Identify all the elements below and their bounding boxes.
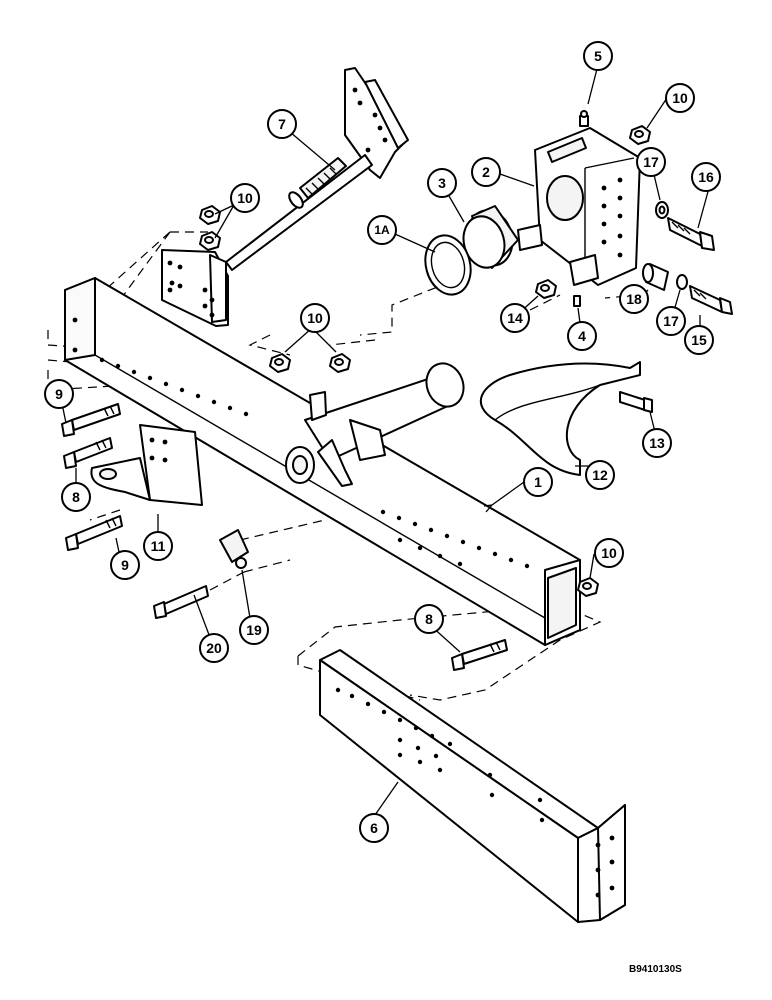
svg-text:12: 12 — [592, 467, 608, 483]
part-1-main-drawbar-beam — [64, 277, 581, 646]
part-17-washer-lower — [676, 274, 688, 290]
callout-4: 4 — [567, 321, 597, 351]
svg-text:1A: 1A — [374, 223, 390, 237]
callout-1: 1 — [523, 467, 553, 497]
svg-text:8: 8 — [425, 611, 433, 627]
part-6-extension-bar — [319, 649, 626, 923]
nut-upper-right — [629, 125, 651, 145]
callout-7: 7 — [267, 109, 297, 139]
callout-17-upper: 17 — [636, 147, 666, 177]
svg-text:17: 17 — [643, 154, 659, 170]
part-13-bolt — [619, 391, 653, 413]
part-15-bolt — [689, 285, 733, 315]
svg-text:13: 13 — [649, 435, 665, 451]
callout-8-left: 8 — [61, 482, 91, 512]
part-16-bolt — [667, 217, 715, 251]
callout-9-lower: 9 — [110, 550, 140, 580]
svg-text:8: 8 — [72, 489, 80, 505]
svg-text:18: 18 — [626, 291, 642, 307]
svg-text:9: 9 — [121, 557, 129, 573]
part-8-bolt-left — [63, 437, 113, 469]
part-1a-seal — [424, 234, 472, 296]
part-12-strap — [479, 361, 641, 476]
callout-10-right: 10 — [594, 538, 624, 568]
svg-text:11: 11 — [151, 538, 166, 554]
svg-text:20: 20 — [206, 640, 222, 656]
svg-text:14: 14 — [507, 310, 523, 326]
callout-8-right: 8 — [414, 604, 444, 634]
figure-code: B9410130S — [629, 964, 682, 975]
svg-text:9: 9 — [55, 386, 63, 402]
callout-19: 19 — [239, 615, 269, 645]
callout-6: 6 — [359, 813, 389, 843]
svg-text:5: 5 — [594, 48, 602, 64]
callout-10-upper-right: 10 — [665, 83, 695, 113]
callout-10-center: 10 — [300, 303, 330, 333]
svg-text:2: 2 — [482, 164, 490, 180]
svg-text:10: 10 — [601, 545, 617, 561]
callout-12: 12 — [585, 460, 615, 490]
svg-text:4: 4 — [578, 328, 586, 344]
part-9-bolt-upper — [61, 403, 121, 437]
nuts-upper-left — [199, 205, 221, 251]
callout-15: 15 — [684, 325, 714, 355]
part-17-washer-upper — [655, 201, 669, 219]
part-14-nut — [535, 279, 557, 299]
svg-text:3: 3 — [438, 175, 446, 191]
callout-3: 3 — [427, 168, 457, 198]
callout-16: 16 — [691, 162, 721, 192]
callout-17-lower: 17 — [656, 306, 686, 336]
callout-11: 11 — [143, 531, 173, 561]
part-3-bushing — [462, 205, 519, 269]
part-8-bolt-right — [451, 639, 508, 671]
svg-text:17: 17 — [663, 313, 679, 329]
part-4-fitting — [573, 295, 581, 307]
callout-9-upper: 9 — [44, 379, 74, 409]
svg-text:10: 10 — [672, 90, 688, 106]
callout-10-upper-left: 10 — [230, 183, 260, 213]
callout-5: 5 — [583, 41, 613, 71]
nuts-center — [269, 353, 351, 373]
callout-13: 13 — [642, 428, 672, 458]
part-9-bolt-lower — [65, 515, 123, 551]
svg-text:19: 19 — [246, 622, 262, 638]
svg-text:16: 16 — [698, 169, 714, 185]
svg-text:7: 7 — [278, 116, 286, 132]
callout-2: 2 — [471, 157, 501, 187]
callout-20: 20 — [199, 633, 229, 663]
callout-1a: 1A — [367, 215, 397, 245]
svg-text:1: 1 — [534, 474, 542, 490]
svg-text:10: 10 — [307, 310, 323, 326]
svg-text:10: 10 — [237, 190, 253, 206]
callout-14: 14 — [500, 303, 530, 333]
nut-right — [577, 577, 599, 597]
part-19-clip — [219, 529, 249, 569]
part-20-bolt — [153, 585, 209, 619]
part-11-hitch-bracket — [90, 424, 203, 506]
part-5-grease-fitting — [579, 110, 589, 127]
svg-text:6: 6 — [370, 820, 378, 836]
part-7-adjusting-rod — [161, 67, 409, 327]
part-18-spacer — [642, 263, 669, 291]
part-2-swivel-housing — [517, 127, 641, 286]
callout-18: 18 — [619, 284, 649, 314]
svg-text:15: 15 — [691, 332, 707, 348]
